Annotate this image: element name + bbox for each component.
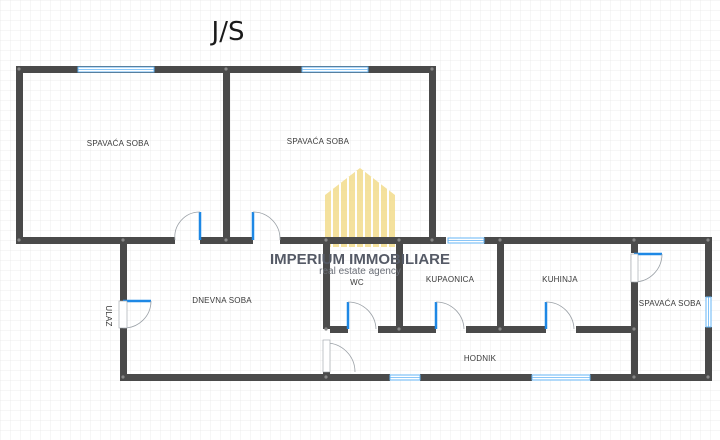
doors xyxy=(118,211,663,373)
room-label-bathroom: KUPAONICA xyxy=(426,275,475,284)
door-bedroom-3 xyxy=(630,252,663,283)
room-label-bedroom-2: SPAVAĆA SOBA xyxy=(287,137,350,146)
room-label-kitchen: KUHINJA xyxy=(542,275,578,284)
room-label-bedroom-3: SPAVAĆA SOBA xyxy=(639,299,702,308)
room-label-living-room: DNEVNA SOBA xyxy=(192,296,252,305)
door-wc xyxy=(346,301,377,330)
door-bedroom-1 xyxy=(174,211,202,241)
door-bedroom-2 xyxy=(251,211,281,241)
watermark-tagline: real estate agency xyxy=(319,266,401,277)
room-label-bedroom-1: SPAVAĆA SOBA xyxy=(87,139,150,148)
door-hallway xyxy=(322,339,356,373)
door-kitchen xyxy=(544,301,575,330)
room-label-wc: WC xyxy=(350,278,364,287)
entrance-label: ULAZ xyxy=(104,305,113,326)
watermark-name: IMPERIUM IMMOBILIARE xyxy=(270,251,450,268)
windows xyxy=(77,66,712,381)
room-label-hallway: HODNIK xyxy=(464,354,497,363)
wall-joints xyxy=(17,67,710,379)
door-entrance xyxy=(118,299,152,329)
door-bathroom xyxy=(434,301,465,330)
orientation-label: J/S xyxy=(210,17,245,47)
